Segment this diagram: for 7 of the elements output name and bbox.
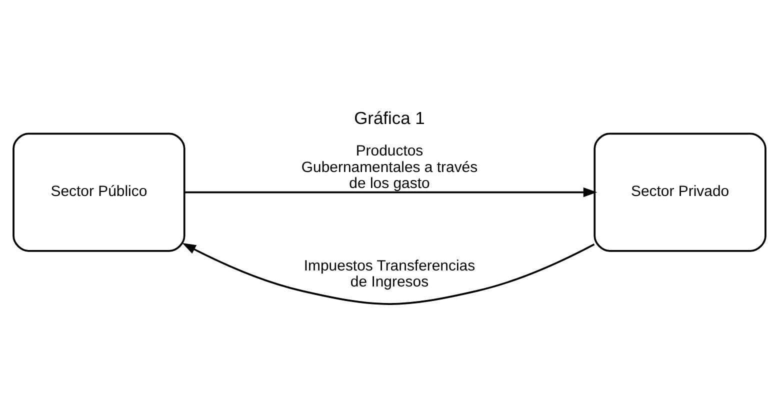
node-box: Sector Público — [12, 132, 186, 252]
diagram-title: Gráfica 1 — [354, 107, 425, 128]
arrow — [182, 242, 595, 304]
arrow — [184, 186, 598, 197]
edge-label: Productos Gubernamentales a través de los gasto — [301, 142, 478, 192]
edge-label: Impuestos Transferencias de Ingresos — [304, 256, 476, 290]
node-box: Sector Privado — [594, 132, 766, 252]
